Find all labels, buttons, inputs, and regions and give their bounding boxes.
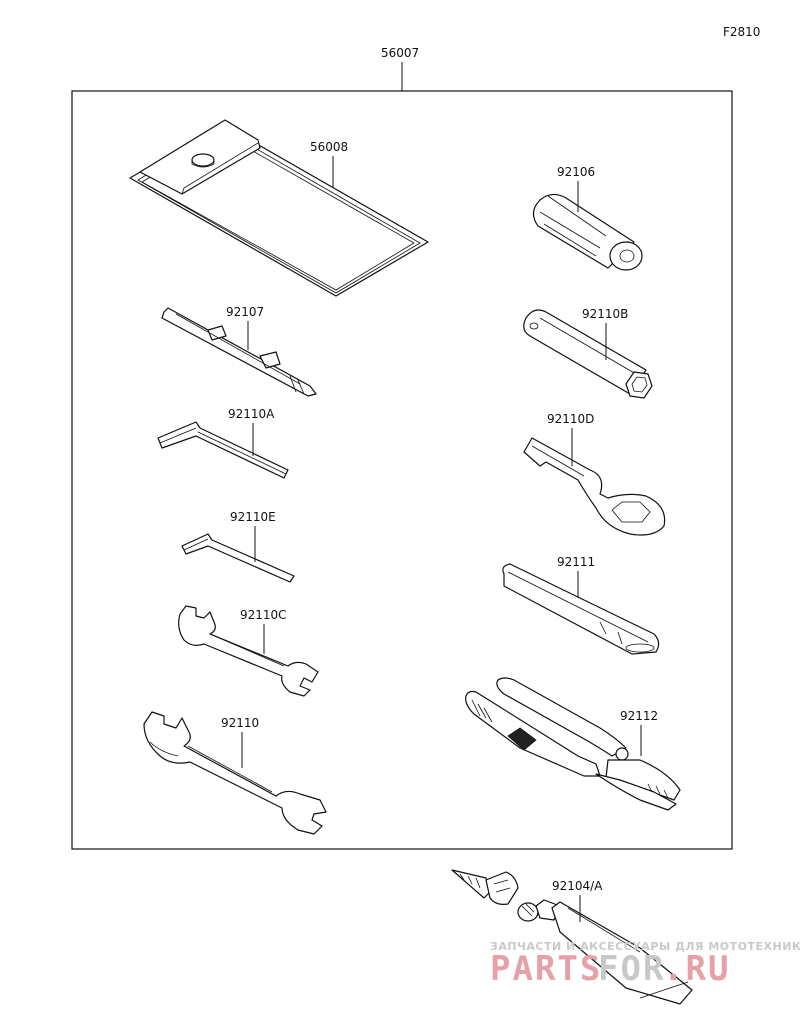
kit-label: 56007 — [381, 46, 419, 60]
label-bar: 92111 — [557, 555, 595, 569]
label-ring-wrench: 92110D — [547, 412, 594, 426]
watermark: ЗАПЧАСТИ И АКСЕССУАРЫ ДЛЯ МОТОТЕХНИКИ PA… — [490, 940, 800, 989]
label-pliers: 92112 — [620, 709, 658, 723]
label-socket-handle: 92106 — [557, 165, 595, 179]
hex-key-small-drawing — [181, 533, 295, 583]
label-screwdriver: 92107 — [226, 305, 264, 319]
watermark-tagline: ЗАПЧАСТИ И АКСЕССУАРЫ ДЛЯ МОТОТЕХНИКИ — [490, 940, 800, 953]
watermark-brand-ru: .RU — [663, 949, 730, 989]
screwdriver-drawing — [161, 307, 317, 397]
wrench-large-drawing — [143, 711, 327, 835]
wrench-small-drawing — [178, 605, 319, 697]
pouch-drawing — [129, 119, 429, 297]
label-hex-key-small: 92110E — [230, 510, 276, 524]
repair-tube-drawing — [451, 869, 693, 1005]
label-wrench-large: 92110 — [221, 716, 259, 730]
label-hex-key-large: 92110A — [228, 407, 275, 421]
label-pouch: 56008 — [310, 140, 348, 154]
hex-key-large-drawing — [157, 421, 289, 479]
label-box-spanner: 92110B — [582, 307, 628, 321]
ring-wrench-drawing — [523, 437, 666, 536]
bar-drawing — [502, 563, 660, 655]
figure-code: F2810 — [723, 25, 760, 39]
pliers-drawing — [465, 677, 681, 811]
label-repair-tube: 92104/A — [552, 879, 603, 893]
socket-handle-drawing — [532, 193, 643, 271]
kit-frame — [71, 90, 733, 850]
box-spanner-drawing — [523, 309, 653, 399]
label-wrench-small: 92110C — [240, 608, 287, 622]
watermark-brand-parts: PARTS — [490, 949, 602, 989]
watermark-brand-for: FOR — [598, 949, 665, 989]
